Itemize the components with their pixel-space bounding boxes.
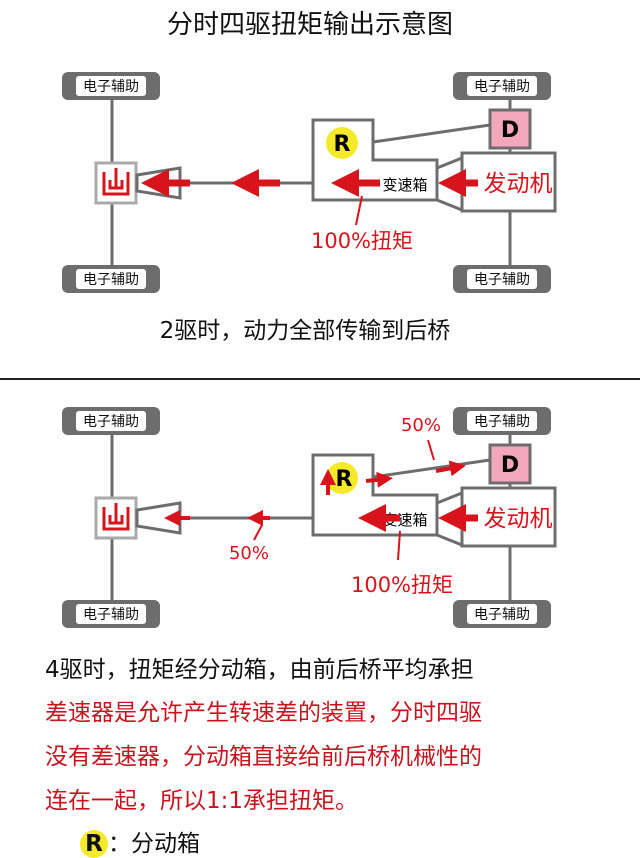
- engine-label: 发动机: [484, 506, 553, 532]
- front-diff-label: D: [501, 118, 519, 143]
- legend-text: ：分动箱: [108, 831, 200, 857]
- note-line: 差速器是允许产生转速差的装置，分时四驱: [45, 700, 482, 726]
- torque-label: 100%扭矩: [351, 573, 453, 597]
- wheel-label: 电子辅助: [474, 414, 530, 430]
- transfer-case-label: R: [336, 467, 353, 492]
- legend: R：分动箱: [80, 824, 200, 858]
- wheel-label: 电子辅助: [474, 79, 530, 95]
- legend-symbol: R: [80, 830, 108, 858]
- transfer-case-icon: [326, 127, 358, 159]
- wheel-label: 电子辅助: [83, 272, 139, 288]
- engine-label: 发动机: [484, 171, 553, 197]
- wheel-label: 电子辅助: [83, 79, 139, 95]
- caption-4wd: 4驱时，扭矩经分动箱，由前后桥平均承担: [45, 657, 474, 683]
- front-diff-label: D: [501, 453, 519, 478]
- gearbox-label: 变速箱: [382, 176, 427, 194]
- caption-2wd: 2驱时，动力全部传输到后桥: [160, 318, 451, 344]
- title: 分时四驱扭矩输出示意图: [167, 10, 453, 40]
- torque-arrows-bottom: [164, 460, 478, 532]
- transfer-case-label: R: [334, 132, 351, 157]
- differential-icon: [102, 503, 130, 531]
- note-line: 连在一起，所以1:1承担扭矩。: [45, 788, 359, 814]
- torque-50-rear: 50%: [229, 543, 269, 564]
- wheel-label: 电子辅助: [83, 607, 139, 623]
- torque-50-front: 50%: [401, 415, 441, 436]
- diagram-4wd: 电子辅助 电子辅助 电子辅助 电子辅助 R D 变速箱 发动机 50% 50% …: [62, 407, 557, 628]
- note-line: 没有差速器，分动箱直接给前后桥机械性的: [45, 744, 482, 770]
- wheel-label: 电子辅助: [474, 607, 530, 623]
- wheel-label: 电子辅助: [83, 414, 139, 430]
- wheel-label: 电子辅助: [474, 272, 530, 288]
- torque-label: 100%扭矩: [311, 229, 413, 253]
- differential-icon: [102, 168, 130, 196]
